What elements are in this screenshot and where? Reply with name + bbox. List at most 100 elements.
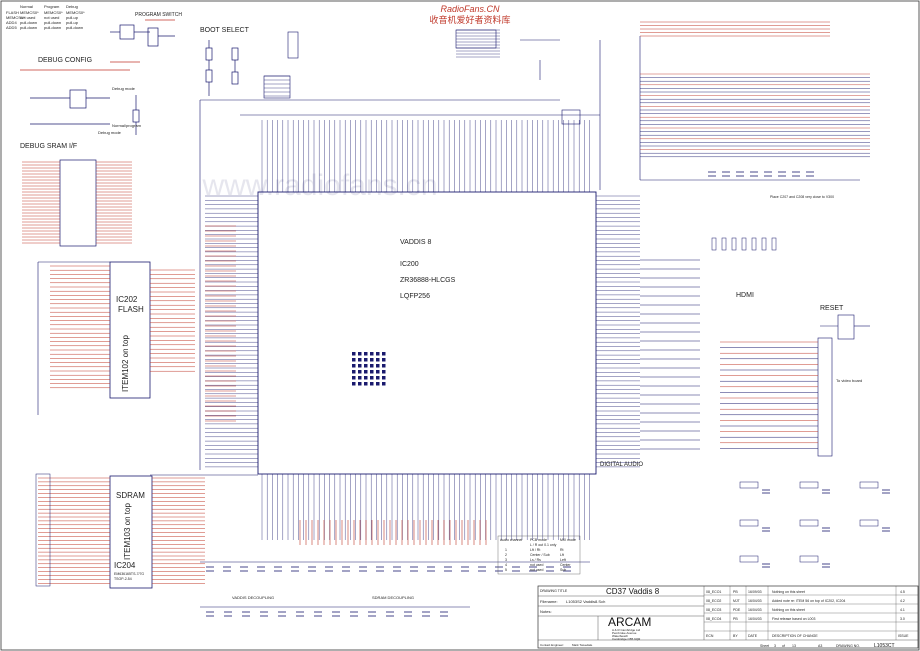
svg-text:PDE: PDE [733,608,741,612]
thermal-pad [376,352,380,356]
thermal-pad [370,370,374,374]
top-connector [263,29,497,99]
svg-text:pull-down: pull-down [20,20,37,25]
inductor [799,555,819,563]
thermal-pad [364,364,368,368]
to-video-board: To video board [836,378,862,383]
audio-channel-table: Audio channel PCB mode MIX mode L / R ou… [497,535,581,575]
vaddis-ref: IC200 [400,261,419,268]
hdmi-resistor [731,237,737,251]
debug-config-label: DEBUG CONFIG [38,57,92,64]
svg-text:MEMCS0*: MEMCS0* [44,10,63,15]
flash-pins [50,265,195,389]
svg-text:08_ECO3: 08_ECO3 [706,608,721,612]
caps-placement-note: Place C207 and C208 very close to V300 [770,195,834,199]
address-line-3: Waterbeach [612,634,628,638]
thermal-pad [376,364,380,368]
svg-text:5: 5 [505,568,507,572]
thermal-pad [382,382,386,386]
inductor [859,481,879,489]
thermal-pad [376,376,380,380]
thermal-pad [358,352,362,356]
thermal-pad [352,358,356,362]
thermal-pad [352,352,356,356]
svg-text:DATE: DATE [748,634,758,638]
top-right-signal-list [640,21,870,158]
debug-sram-label: DEBUG SRAM I/F [20,143,77,150]
watermark-cn: 收音机爱好者资料库 [429,14,510,25]
svg-text:PCB mode: PCB mode [530,538,547,542]
svg-text:MEMCS1*: MEMCS1* [6,15,25,20]
config-table: Normal Program Debug FLASH MEMCS0* MEMCS… [6,4,85,30]
svg-text:16/09/03: 16/09/03 [748,590,762,594]
digital-audio-label: DIGITAL AUDIO [600,462,643,468]
svg-text:L / R out 0.1 only: L / R out 0.1 only [530,543,557,547]
vaddis-package: LQFP256 [400,293,430,300]
hdmi-resistor [711,237,717,251]
flash-vertical-label: ITEM102 on top [121,335,130,392]
inductor [799,481,819,489]
engineer: Mark Tweedale [572,643,593,647]
svg-text:ECN: ECN [706,634,714,638]
thermal-pad [370,382,374,386]
debug-mode-label-2: Debug mode [98,130,122,135]
svg-text:pull-up: pull-up [66,15,79,20]
flash-ic: IC202 FLASH ITEM102 on top [37,261,151,415]
svg-text:Added note re: ITEM 56 on top: Added note re: ITEM 56 on top of IC202, … [772,599,845,603]
sheet-number: 3 [774,644,776,648]
thermal-pad-grid [352,352,386,386]
thermal-pad [352,370,356,374]
hdmi-resistor [751,237,757,251]
thermal-pad [352,382,356,386]
sdram-left-bus [35,473,51,587]
thermal-pad [370,352,374,356]
power-filter-area [739,481,890,568]
boot-select-label: BOOT SELECT [200,27,250,34]
program-switch-label: PROGRAM SWITCH [135,12,182,18]
svg-text:Nothing on this sheet: Nothing on this sheet [772,590,805,594]
flash-ref: IC202 [116,295,138,304]
inductor [739,519,759,527]
svg-text:16/04/03: 16/04/03 [748,599,762,603]
drawing-number: L1053CT [874,643,895,649]
svg-text:pull-up: pull-up [66,20,79,25]
sdram-part: EM636165TS-7/7G [114,572,144,576]
svg-text:not used: not used [530,563,543,567]
svg-text:Ls / Rs: Ls / Rs [530,558,541,562]
svg-text:PB: PB [733,617,738,621]
svg-text:BY: BY [733,634,738,638]
svg-text:Sub: Sub [560,568,566,572]
thermal-pad [370,364,374,368]
company-logo: ARCAM [608,615,651,629]
normal-mode-label: Normal/program [112,123,142,128]
svg-text:not used: not used [44,15,59,20]
thermal-pad [382,370,386,374]
sdram-decoupling-label: SDRAM DECOUPLING [372,595,414,600]
svg-text:MIX mode: MIX mode [560,538,576,542]
svg-text:pull-down: pull-down [44,25,61,30]
vaddis-part: ZR36888-HLCGS [400,277,456,284]
sdram-pkg: TSOP-2-54 [114,577,132,581]
vaddis-decoupling-label: VADDIS DECOUPLING [232,595,274,600]
svg-text:pull-down: pull-down [20,25,37,30]
hdmi-resistor [761,237,767,251]
svg-text:not used: not used [20,15,35,20]
svg-text:08_ECO4: 08_ECO4 [706,617,721,621]
svg-text:not used: not used [530,568,543,572]
video-lines [720,341,818,449]
address-line-1: A & R Cambridge Ltd [612,628,641,632]
hdmi-resistor [741,237,747,251]
svg-text:MEMCS0*: MEMCS0* [66,10,85,15]
inductor [739,555,759,563]
svg-text:Center / Sub: Center / Sub [530,553,550,557]
inductor [859,519,879,527]
notes-label: Notes: [540,609,552,614]
flash-title: FLASH [118,305,144,314]
sheet-label: Sheet [760,644,769,648]
hdmi-resistor [721,237,727,251]
decoupling-caps [200,561,590,617]
svg-text:Rt: Rt [560,548,564,552]
svg-text:4.5: 4.5 [900,590,905,594]
svg-text:Nothing on this sheet: Nothing on this sheet [772,608,805,612]
